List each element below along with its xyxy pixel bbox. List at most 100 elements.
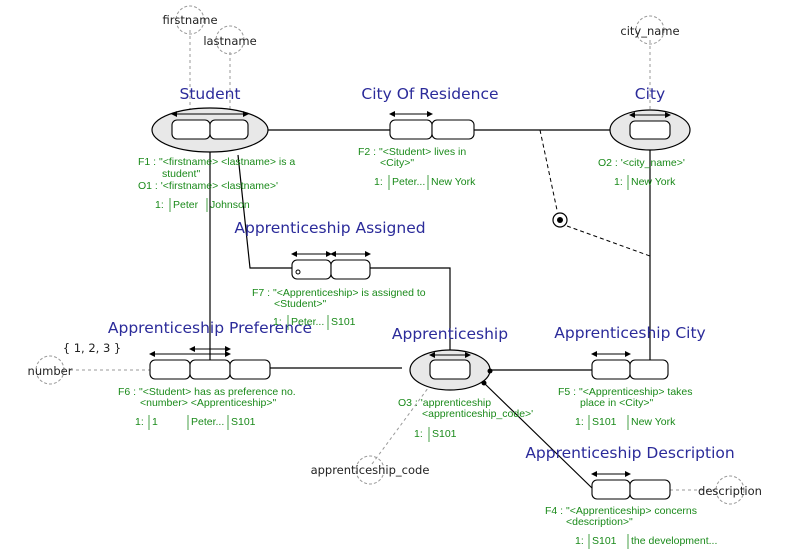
attribute-lastname[interactable]: lastname	[203, 25, 257, 55]
separator: :	[370, 146, 379, 158]
fact-city-of-residence-name: City Of Residence	[361, 85, 498, 103]
attribute-description[interactable]: description	[698, 475, 762, 505]
pop-row-num: 1:	[273, 316, 282, 328]
pop-row-num: 1:	[575, 535, 584, 547]
fact-apprenticeship-preference[interactable]: Apprenticeship Preference	[108, 319, 312, 380]
fact-apprenticeship-description-name: Apprenticeship Description	[525, 444, 734, 462]
reading-apprenticeship: O3 : 'apprenticeship <apprenticeship_cod…	[398, 397, 533, 442]
attribute-firstname[interactable]: firstname	[162, 5, 218, 35]
fact-apprenticeship-description[interactable]: Apprenticeship Description	[525, 444, 735, 500]
constraint-text-line2: <apprenticeship_code>'	[422, 408, 533, 420]
constraint-id: O2	[598, 157, 612, 169]
svg-text:F1 : "<firstname> <lastname> i: F1 : "<firstname> <lastname> is a	[138, 156, 295, 168]
connector-lines	[70, 30, 716, 491]
pop-cell: 1	[152, 416, 158, 428]
fact-text-line1: "<Apprenticeship> concerns	[566, 505, 697, 517]
pop-cell: S101	[432, 428, 457, 440]
fact-text-line2: <Student>"	[274, 298, 326, 310]
fact-apprenticeship-assigned-name: Apprenticeship Assigned	[234, 219, 425, 237]
fact-id: F6	[118, 386, 130, 398]
pop-row-num: 1:	[374, 176, 383, 188]
pop-row-num: 1:	[575, 416, 584, 428]
attribute-number[interactable]: number	[28, 355, 73, 385]
pop-cell: S101	[231, 416, 256, 428]
fact-city-of-residence[interactable]: City Of Residence	[361, 85, 499, 140]
attribute-description-label: description	[698, 484, 762, 498]
reading-apprenticeship-description: F4 : "<Apprenticeship> concerns <descrip…	[545, 505, 717, 549]
separator: :	[130, 386, 139, 398]
pop-cell: New York	[631, 176, 676, 188]
reading-apprenticeship-city: F5 : "<Apprenticeship> takes place in <C…	[558, 386, 693, 430]
pop-cell: New York	[631, 416, 676, 428]
pop-cell: Johnson	[210, 199, 250, 211]
fact-text-line1: "<Apprenticeship> is assigned to	[273, 287, 426, 299]
svg-text:O1 : '<firstname> <lastname>': O1 : '<firstname> <lastname>'	[138, 180, 278, 192]
pop-cell: S101	[331, 316, 356, 328]
attribute-apprenticeship-code[interactable]: apprenticeship_code	[311, 455, 430, 485]
attribute-city-name-label: city_name	[620, 24, 679, 38]
entity-student-name: Student	[179, 85, 240, 103]
fact-id: F1	[138, 156, 150, 168]
pop-row-num: 1:	[614, 176, 623, 188]
pop-cell: S101	[592, 535, 617, 547]
separator: :	[412, 397, 421, 409]
fact-text-line1: "<Apprenticeship> takes	[579, 386, 692, 398]
constraint-text: '<firstname> <lastname>'	[161, 180, 278, 192]
entity-apprenticeship-name: Apprenticeship	[392, 325, 508, 343]
constraint-text: 'apprenticeship	[421, 397, 491, 409]
attribute-lastname-label: lastname	[203, 34, 256, 48]
fact-text-line2: <description>"	[566, 516, 633, 528]
fact-text-line2: <number> <Apprenticeship>"	[140, 397, 277, 409]
pop-cell: Peter...	[291, 316, 324, 328]
external-constraint-icon[interactable]	[552, 212, 568, 228]
separator: :	[152, 180, 161, 192]
entity-city-name: City	[635, 85, 665, 103]
reading-city-of-residence: F2 : "<Student> lives in <City>" 1: Pete…	[358, 146, 476, 190]
pop-row-num: 1:	[414, 428, 423, 440]
pop-cell: Peter	[173, 199, 199, 211]
fact-text-line1: "<Student> has as preference no.	[139, 386, 296, 398]
svg-text:O2 : '<city_name>': O2 : '<city_name>'	[598, 157, 685, 169]
attribute-city-name[interactable]: city_name	[620, 15, 680, 45]
value-constraint: { 1, 2, 3 }	[63, 341, 122, 355]
svg-text:F6 : "<Student> has as prefere: F6 : "<Student> has as preference no.	[118, 386, 296, 398]
reading-student: F1 : "<firstname> <lastname> is a studen…	[138, 156, 295, 212]
svg-text:F7 : "<Apprenticeship> is assi: F7 : "<Apprenticeship> is assigned to	[252, 287, 426, 299]
attribute-number-label: number	[28, 364, 73, 378]
pop-row-num: 1:	[155, 199, 164, 211]
fact-text-line2: student"	[162, 168, 200, 180]
reading-apprenticeship-assigned: F7 : "<Apprenticeship> is assigned to <S…	[252, 287, 426, 330]
pop-cell: the development...	[631, 535, 717, 547]
svg-text:O3 : 'apprenticeship: O3 : 'apprenticeship	[398, 397, 491, 409]
fact-text-line1: "<Student> lives in	[379, 146, 466, 158]
reading-city: O2 : '<city_name>' 1: New York	[598, 157, 685, 190]
reading-apprenticeship-preference: F6 : "<Student> has as preference no. <n…	[118, 386, 296, 430]
svg-text:F4 : "<Apprenticeship> concern: F4 : "<Apprenticeship> concerns	[545, 505, 697, 517]
fact-apprenticeship-city-name: Apprenticeship City	[554, 324, 705, 342]
entity-student[interactable]: Student	[151, 85, 269, 153]
fact-text-line1: "<firstname> <lastname> is a	[159, 156, 295, 168]
fact-id: F7	[252, 287, 264, 299]
svg-text:F2 : "<Student> lives in: F2 : "<Student> lives in	[358, 146, 466, 158]
attribute-firstname-label: firstname	[162, 13, 217, 27]
fact-text-line2: <City>"	[380, 157, 414, 169]
pop-cell: S101	[592, 416, 617, 428]
fact-id: F2	[358, 146, 370, 158]
separator: :	[570, 386, 579, 398]
pop-row-num: 1:	[135, 416, 144, 428]
fact-apprenticeship-preference-name: Apprenticeship Preference	[108, 319, 312, 337]
fact-id: F4	[545, 505, 557, 517]
fact-apprenticeship-assigned[interactable]: Apprenticeship Assigned	[234, 219, 426, 280]
fact-apprenticeship-city[interactable]: Apprenticeship City	[554, 324, 706, 380]
constraint-id: O1	[138, 180, 152, 192]
pop-cell: New York	[431, 176, 476, 188]
entity-city[interactable]: City	[609, 85, 691, 151]
pop-cell: Peter...	[191, 416, 224, 428]
separator: :	[150, 156, 159, 168]
separator: :	[557, 505, 566, 517]
entity-apprenticeship[interactable]: Apprenticeship	[392, 325, 508, 391]
separator: :	[612, 157, 621, 169]
separator: :	[264, 287, 273, 299]
fact-id: F5	[558, 386, 570, 398]
